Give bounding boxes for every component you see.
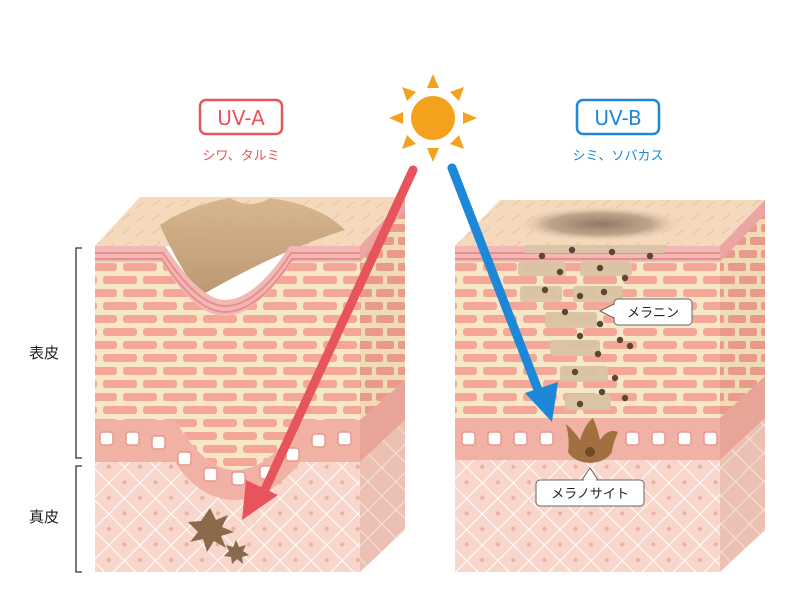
melanin-callout: メラニン (598, 298, 693, 326)
uvb-arrow (447, 163, 558, 422)
dermis-label: 真皮 (29, 508, 59, 526)
uva-damage-burst-large (188, 508, 234, 552)
uvb-skin-block (447, 163, 765, 572)
epidermis-bracket (75, 247, 82, 459)
uva-damage-burst-small (224, 540, 249, 564)
dermis-bracket (75, 465, 82, 573)
uva-epidermis (95, 246, 360, 470)
uvb-basal-cells (461, 431, 718, 446)
uvb-badge-label: UV-B (594, 106, 641, 130)
uva-badge-label: UV-A (217, 106, 265, 130)
uvb-side-epidermis (720, 200, 765, 418)
melanocyte-callout: メラノサイト (535, 467, 645, 507)
uva-arrow (242, 165, 418, 520)
uvb-melanin-dots (538, 246, 654, 408)
uva-side-dermis (360, 420, 405, 572)
melanocyte-label: メラノサイト (551, 487, 629, 502)
sun-icon (389, 74, 477, 162)
uvb-side-dermis (720, 418, 765, 572)
uva-skin-block (95, 165, 418, 572)
melanin-label: メラニン (627, 306, 679, 321)
uvb-badge: UV-B (575, 98, 661, 136)
uvb-pigmented-column (518, 245, 665, 410)
melanocyte-cell (566, 418, 618, 463)
uvb-caption: シミ、ソバカス (572, 149, 663, 164)
uvb-sunspot (515, 206, 685, 242)
uva-caption: シワ、タルミ (202, 149, 279, 164)
epidermis-label: 表皮 (29, 344, 59, 362)
uva-wrinkle (160, 198, 345, 296)
uva-badge: UV-A (198, 98, 284, 136)
